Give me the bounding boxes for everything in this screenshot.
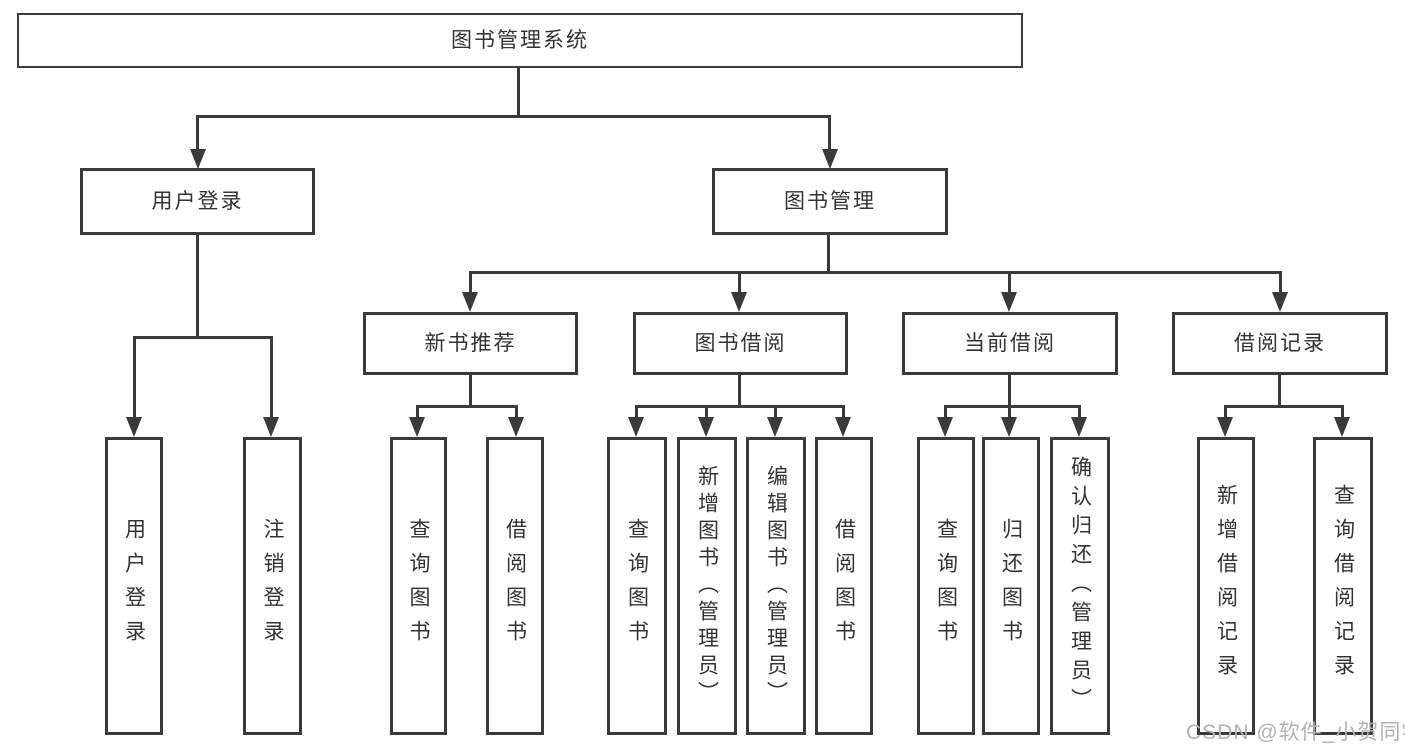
connector-line: [133, 336, 136, 419]
connector-line: [416, 405, 518, 408]
node-query-books-recommend: 查询图书: [390, 437, 447, 735]
arrow-down-icon: [462, 292, 478, 312]
connector-line: [1008, 271, 1011, 294]
node-logout: 注销登录: [243, 437, 302, 735]
node-label: 图书管理系统: [451, 29, 589, 52]
arrow-down-icon: [508, 417, 524, 437]
connector-line: [944, 405, 947, 419]
connector-line: [1224, 405, 1227, 419]
node-user-login: 用户登录: [80, 168, 315, 235]
connector-line: [469, 375, 472, 408]
node-label: 图书管理: [784, 190, 876, 213]
connector-line: [517, 66, 520, 117]
arrow-down-icon: [190, 149, 206, 169]
connector-line: [469, 271, 1282, 274]
node-label: 查询图书: [625, 518, 649, 654]
arrow-down-icon: [1001, 292, 1017, 312]
connector-line: [774, 405, 777, 419]
node-label: 新书推荐: [424, 332, 517, 355]
node-return-books: 归还图书: [982, 437, 1040, 735]
node-query-borrow-record: 查询借阅记录: [1313, 437, 1373, 735]
node-add-books-admin: 新增图书（管理员）: [677, 437, 737, 735]
connector-line: [270, 336, 273, 419]
node-label: 查询借阅记录: [1331, 484, 1355, 688]
node-label: 借阅图书: [832, 518, 856, 654]
connector-line: [827, 233, 830, 274]
connector-line: [1278, 375, 1281, 408]
node-query-books-borrow: 查询图书: [607, 437, 667, 735]
arrow-down-icon: [1001, 417, 1017, 437]
node-label: 注销登录: [261, 518, 284, 654]
node-add-borrow-record: 新增借阅记录: [1197, 437, 1255, 735]
node-label: 新增借阅记录: [1214, 484, 1238, 688]
node-label: 借阅图书: [503, 518, 527, 654]
node-label: 新增图书（管理员）: [695, 464, 719, 708]
arrow-down-icon: [937, 417, 953, 437]
connector-line: [738, 375, 741, 408]
arrow-down-icon: [767, 417, 783, 437]
connector-line: [133, 336, 273, 339]
node-label: 用户登录: [151, 190, 244, 213]
connector-line: [1279, 271, 1282, 294]
node-label: 图书借阅: [694, 332, 787, 355]
node-new-book-recommendation: 新书推荐: [363, 312, 578, 375]
arrow-down-icon: [835, 417, 851, 437]
node-borrow-books-recommend: 借阅图书: [486, 437, 544, 735]
connector-line: [196, 115, 199, 151]
arrow-down-icon: [731, 292, 747, 312]
node-label: 当前借阅: [964, 332, 1056, 355]
node-current-borrowing: 当前借阅: [902, 312, 1118, 375]
connector-line: [635, 405, 638, 419]
node-edit-books-admin: 编辑图书（管理员）: [746, 437, 806, 735]
node-borrow-books: 借阅图书: [815, 437, 873, 735]
node-book-borrowing: 图书借阅: [633, 312, 848, 375]
node-label: 查询图书: [407, 518, 430, 654]
connector-line: [515, 405, 518, 419]
arrow-down-icon: [126, 417, 142, 437]
node-label: 确认归还（管理员）: [1068, 455, 1092, 717]
node-user-login-leaf: 用户登录: [105, 437, 163, 735]
node-label: 查询图书: [934, 518, 958, 654]
connector-line: [197, 115, 831, 118]
arrow-down-icon: [822, 149, 838, 169]
connector-line: [416, 405, 419, 419]
arrow-down-icon: [698, 417, 714, 437]
arrow-down-icon: [1272, 292, 1288, 312]
node-label: 用户登录: [122, 518, 146, 654]
connector-line: [705, 405, 708, 419]
arrow-down-icon: [1071, 417, 1087, 437]
connector-line: [738, 271, 741, 294]
arrow-down-icon: [1334, 417, 1350, 437]
node-confirm-return-admin: 确认归还（管理员）: [1050, 437, 1110, 735]
connector-line: [1224, 405, 1344, 408]
node-label: 借阅记录: [1234, 332, 1326, 355]
node-book-management: 图书管理: [712, 168, 948, 235]
node-label: 编辑图书（管理员）: [764, 464, 788, 708]
connector-line: [1008, 375, 1011, 408]
connector-line: [1078, 405, 1081, 419]
node-borrowing-records: 借阅记录: [1172, 312, 1388, 375]
connector-line: [1008, 405, 1011, 419]
arrow-down-icon: [409, 417, 425, 437]
connector-line: [944, 405, 1081, 408]
connector-line: [635, 405, 845, 408]
connector-line: [828, 115, 831, 151]
connector-line: [842, 405, 845, 419]
connector-line: [196, 233, 199, 339]
arrow-down-icon: [1217, 417, 1233, 437]
connector-line: [469, 271, 472, 294]
connector-line: [1341, 405, 1344, 419]
node-query-books-current: 查询图书: [917, 437, 975, 735]
csdn-watermark: CSDN @软件_小贺同学: [1186, 721, 1405, 744]
arrow-down-icon: [263, 417, 279, 437]
node-label: 归还图书: [999, 518, 1023, 654]
arrow-down-icon: [628, 417, 644, 437]
node-library-management-system: 图书管理系统: [17, 13, 1023, 68]
